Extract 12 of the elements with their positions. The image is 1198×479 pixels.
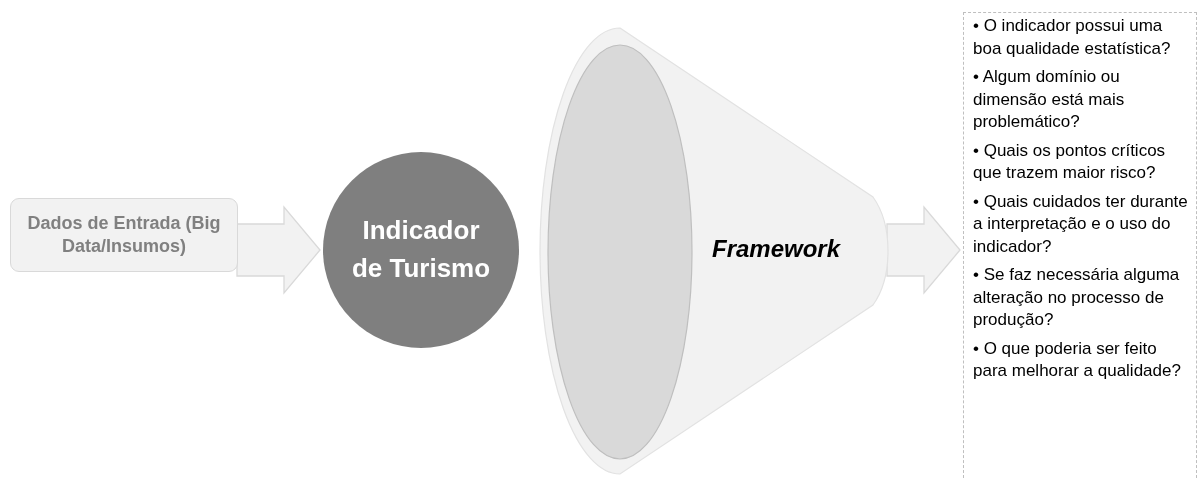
block-arrow [236, 205, 321, 295]
indicator-circle: Indicador de Turismo [323, 152, 519, 348]
funnel-label: Framework [712, 235, 841, 263]
question-text: • Quais cuidados ter durante a interpretação e o uso do indicador? [973, 190, 1189, 258]
block-arrow [886, 205, 961, 295]
process-box: Dados de Entrada (Big Data/Insumos) [10, 198, 238, 272]
question-text: • Quais os pontos críticos que trazem maior risco? [973, 139, 1167, 184]
question-list-box [963, 12, 1197, 478]
question-text: • Algum domínio ou dimensão está mais problemático? [973, 66, 1126, 133]
question-text: • Se faz necessária alguma alteração no processo de produção? [973, 264, 1181, 331]
question-text: • O que poderia ser feito para melhorar a qualidade? [973, 337, 1182, 382]
question-text: • O indicador possui uma boa qualidade estatística? [973, 15, 1172, 60]
